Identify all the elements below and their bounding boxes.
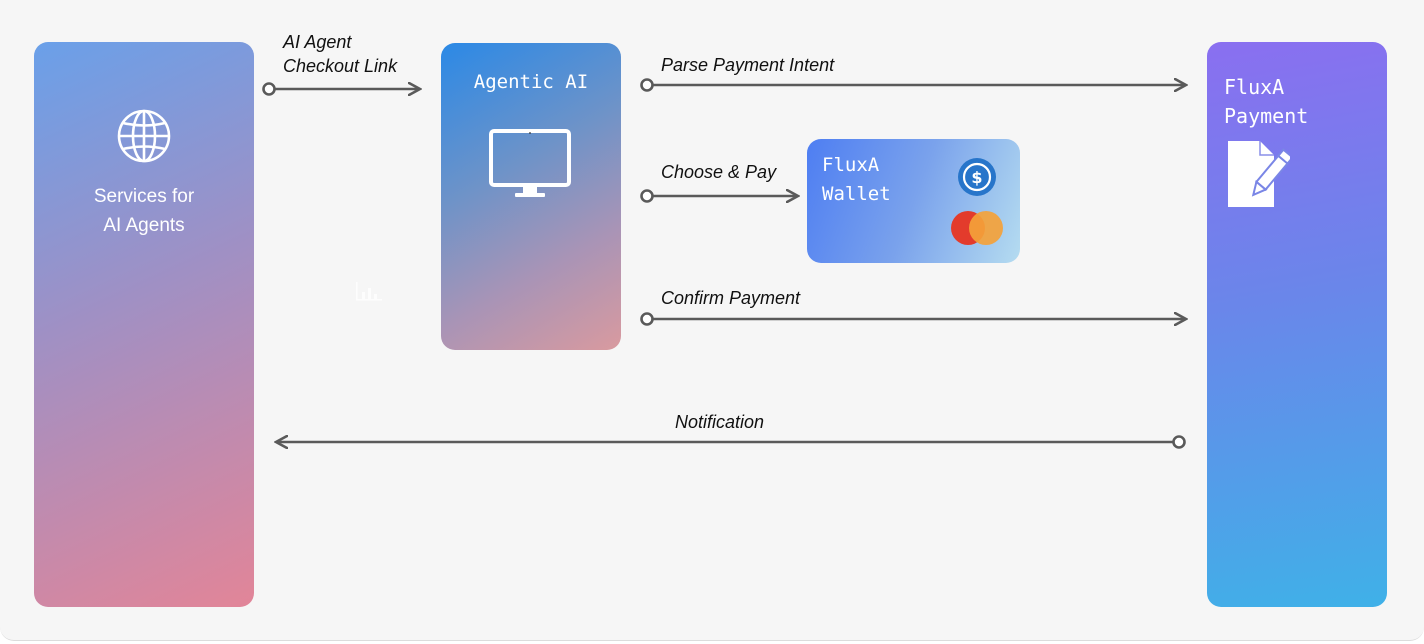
agentic-ai-label: Agentic AI <box>473 71 589 93</box>
monitor-icon <box>489 129 571 197</box>
fluxa-payment-panel: FluxA Payment <box>1207 42 1387 607</box>
document-pen-icon <box>1228 141 1290 207</box>
mastercard-icon <box>951 211 1003 245</box>
agentic-ai-panel: Agentic AI <box>441 43 621 350</box>
arrow-checkout <box>262 84 421 95</box>
arrow-parse <box>640 80 1187 91</box>
usdc-coin-icon: $ <box>958 158 996 196</box>
parse-payment-intent-label: Parse Payment Intent <box>661 55 835 75</box>
arrow-choose <box>640 191 799 202</box>
bar-chart-icon <box>356 282 382 301</box>
services-label: Services for AI Agents <box>93 186 195 236</box>
arrow-confirm <box>640 314 1187 325</box>
checkout-link-label: AI Agent Checkout Link <box>283 32 398 76</box>
services-panel: Services for AI Agents <box>34 42 254 607</box>
arrow-notification <box>276 437 1186 448</box>
fluxa-wallet-card: FluxA Wallet $ <box>807 139 1020 263</box>
notification-label: Notification <box>675 412 765 432</box>
globe-icon <box>117 109 171 163</box>
svg-text:$: $ <box>971 168 982 187</box>
fluxa-payment-label: FluxA Payment <box>1224 75 1309 128</box>
choose-and-pay-label: Choose & Pay <box>661 162 777 182</box>
fluxa-wallet-label: FluxA Wallet <box>822 154 891 205</box>
confirm-payment-label: Confirm Payment <box>661 288 801 308</box>
